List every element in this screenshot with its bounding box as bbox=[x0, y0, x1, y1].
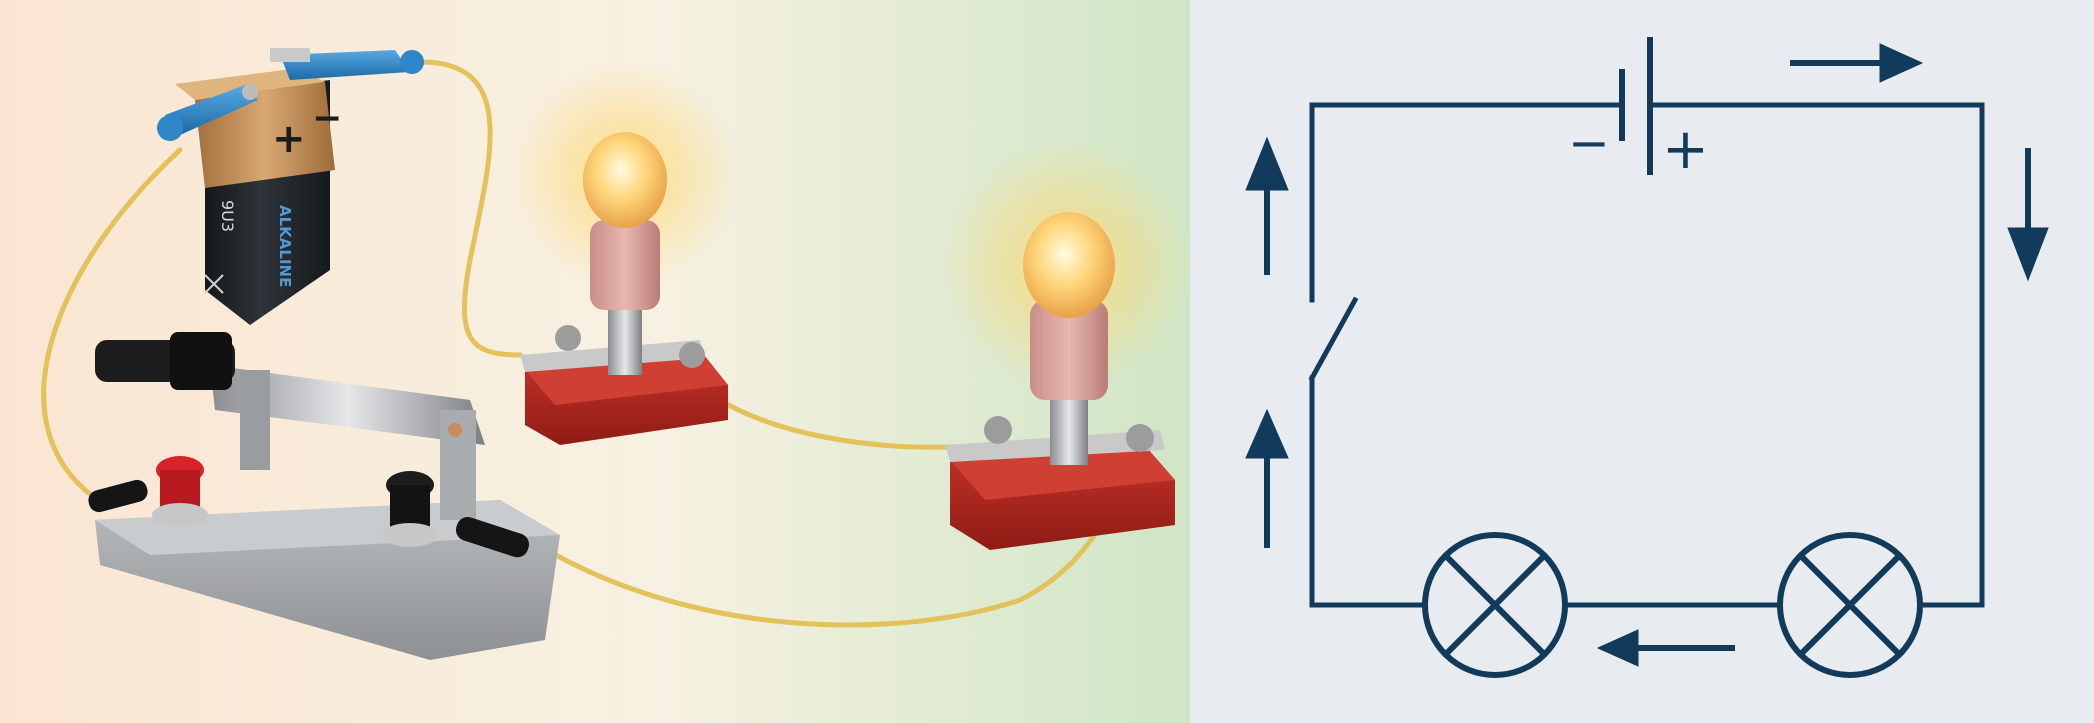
wire-top-left bbox=[1309, 102, 1623, 303]
lamp-left-cross-b bbox=[1442, 552, 1548, 658]
battery-minus-sign: − bbox=[312, 98, 342, 139]
battery-model-code: 9U3 bbox=[218, 200, 237, 232]
lamp-1-screw-right bbox=[679, 342, 705, 368]
arrow-right-down-icon bbox=[2007, 148, 2049, 282]
terminal-red-washer bbox=[152, 503, 208, 527]
lamp-1-base-top bbox=[525, 350, 728, 405]
lamp-2 bbox=[943, 140, 1190, 550]
lamp-1-socket bbox=[590, 220, 660, 310]
schematic-panel: − + bbox=[1190, 0, 2094, 723]
arrow-left-up-lower-icon bbox=[1245, 408, 1289, 548]
plug-left bbox=[88, 479, 148, 513]
battery-symbol bbox=[1619, 37, 1653, 175]
current-arrows bbox=[1245, 43, 2049, 667]
battery-minus-label: − bbox=[1568, 114, 1610, 172]
terminal-black-washer bbox=[382, 523, 438, 547]
arrow-bottom-left-icon bbox=[1596, 629, 1735, 667]
lamp-symbols bbox=[1422, 532, 1923, 678]
knife-switch bbox=[88, 332, 560, 660]
lamp-1-screw-left bbox=[555, 325, 581, 351]
plug-right bbox=[455, 517, 529, 558]
lamp-2-screw-right bbox=[1126, 424, 1154, 452]
lamp-1-post bbox=[608, 300, 642, 375]
battery-9v: + − 9U3 ALKALINE bbox=[175, 68, 342, 325]
battery-plus-label: + bbox=[1662, 117, 1709, 182]
battery-brand-text: ALKALINE bbox=[276, 205, 294, 287]
switch-rivet bbox=[448, 423, 462, 437]
battery-recycle-icon bbox=[204, 274, 224, 294]
lamp-2-bulb bbox=[1023, 212, 1115, 318]
wire-bottom-left bbox=[1309, 375, 1428, 608]
clip-left bbox=[165, 85, 258, 135]
arrow-top-right-icon bbox=[1790, 43, 1924, 83]
switch-blade bbox=[1308, 296, 1359, 382]
battery-terminal bbox=[242, 84, 258, 100]
lamp-2-screw-left bbox=[984, 416, 1012, 444]
battery-plus-sign: + bbox=[272, 116, 306, 162]
clip-left-sleeve bbox=[157, 115, 183, 141]
switch-hinge bbox=[240, 370, 270, 470]
clip-metal-jaw bbox=[270, 48, 310, 62]
lamp-right-cross-b bbox=[1797, 552, 1903, 658]
lamp-1 bbox=[510, 60, 740, 445]
arrow-left-up-upper-icon bbox=[1245, 136, 1289, 275]
lamp-2-socket bbox=[1030, 300, 1108, 400]
wire-top-right-and-right bbox=[1647, 102, 1985, 608]
circuit-photo: + − 9U3 ALKALINE bbox=[0, 0, 1190, 723]
lamp-1-bulb bbox=[583, 132, 667, 228]
wire-battery-to-switch bbox=[41, 147, 183, 501]
switch-lever bbox=[210, 365, 485, 445]
switch-handle-cap bbox=[170, 332, 232, 390]
battery-clips bbox=[157, 48, 424, 141]
wire-battery-to-lamp1 bbox=[415, 59, 523, 358]
photo-panel: + − 9U3 ALKALINE bbox=[0, 0, 1190, 723]
lamp-2-post bbox=[1050, 390, 1088, 465]
circuit-schematic: − + bbox=[1245, 37, 2049, 678]
circuit-wires bbox=[1308, 102, 1985, 608]
clip-right-sleeve bbox=[400, 50, 424, 74]
clip-right bbox=[280, 50, 410, 80]
